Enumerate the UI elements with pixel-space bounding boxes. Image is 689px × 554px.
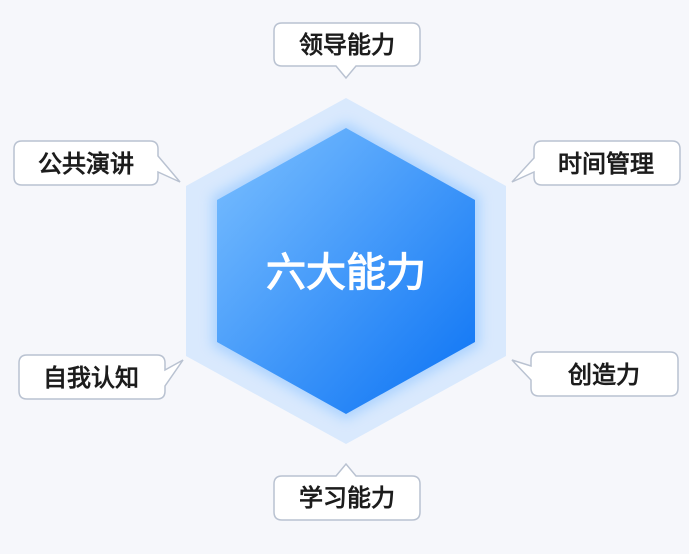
callout-top-label: 领导能力 xyxy=(299,31,395,59)
callout-bottom-label: 学习能力 xyxy=(299,484,395,512)
callout-top-right-label: 时间管理 xyxy=(558,150,654,178)
callout-bottom-bubble xyxy=(273,462,421,521)
callout-top-right-bubble xyxy=(511,140,681,186)
callout-bottom: 学习能力 xyxy=(273,462,421,521)
callout-top-left: 公共演讲 xyxy=(13,140,181,186)
center-title: 六大能力 xyxy=(266,250,426,296)
callout-bottom-right: 创造力 xyxy=(511,351,679,397)
inner-hexagon xyxy=(217,128,475,414)
callout-top-left-label: 公共演讲 xyxy=(38,150,134,178)
callout-bottom-left-label: 自我认知 xyxy=(43,364,139,392)
callout-top-bubble xyxy=(273,22,421,80)
callout-bottom-right-bubble xyxy=(511,351,679,397)
callout-top: 领导能力 xyxy=(273,22,421,80)
callout-bottom-left: 自我认知 xyxy=(18,354,184,400)
callout-top-left-bubble xyxy=(13,140,181,186)
callout-top-right: 时间管理 xyxy=(511,140,681,186)
callout-bottom-right-label: 创造力 xyxy=(567,361,640,389)
callout-bottom-left-bubble xyxy=(18,354,184,400)
